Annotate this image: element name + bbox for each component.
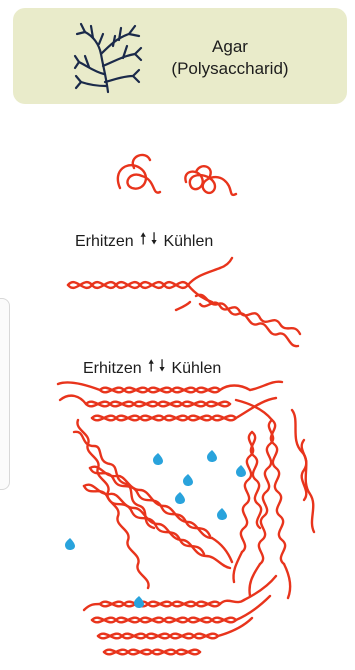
- gel-left-diagonal: [74, 420, 232, 588]
- random-coil-1: [118, 155, 160, 193]
- water-drop: [217, 508, 227, 520]
- water-drop: [236, 465, 246, 477]
- water-droplets: [65, 450, 246, 608]
- gel-top-bundle: [58, 382, 282, 421]
- water-drop: [153, 453, 163, 465]
- water-drop: [207, 450, 217, 462]
- water-drop: [65, 538, 75, 550]
- random-coil-2: [185, 166, 236, 195]
- polymer-chains: [58, 155, 314, 654]
- double-helix-2: [176, 295, 300, 346]
- gel-bottom-bundle: [84, 576, 276, 654]
- gel-right-helices: [233, 400, 314, 598]
- water-drop: [183, 474, 193, 486]
- double-helix-1: [68, 258, 232, 302]
- water-drop: [134, 596, 144, 608]
- water-drop: [175, 492, 185, 504]
